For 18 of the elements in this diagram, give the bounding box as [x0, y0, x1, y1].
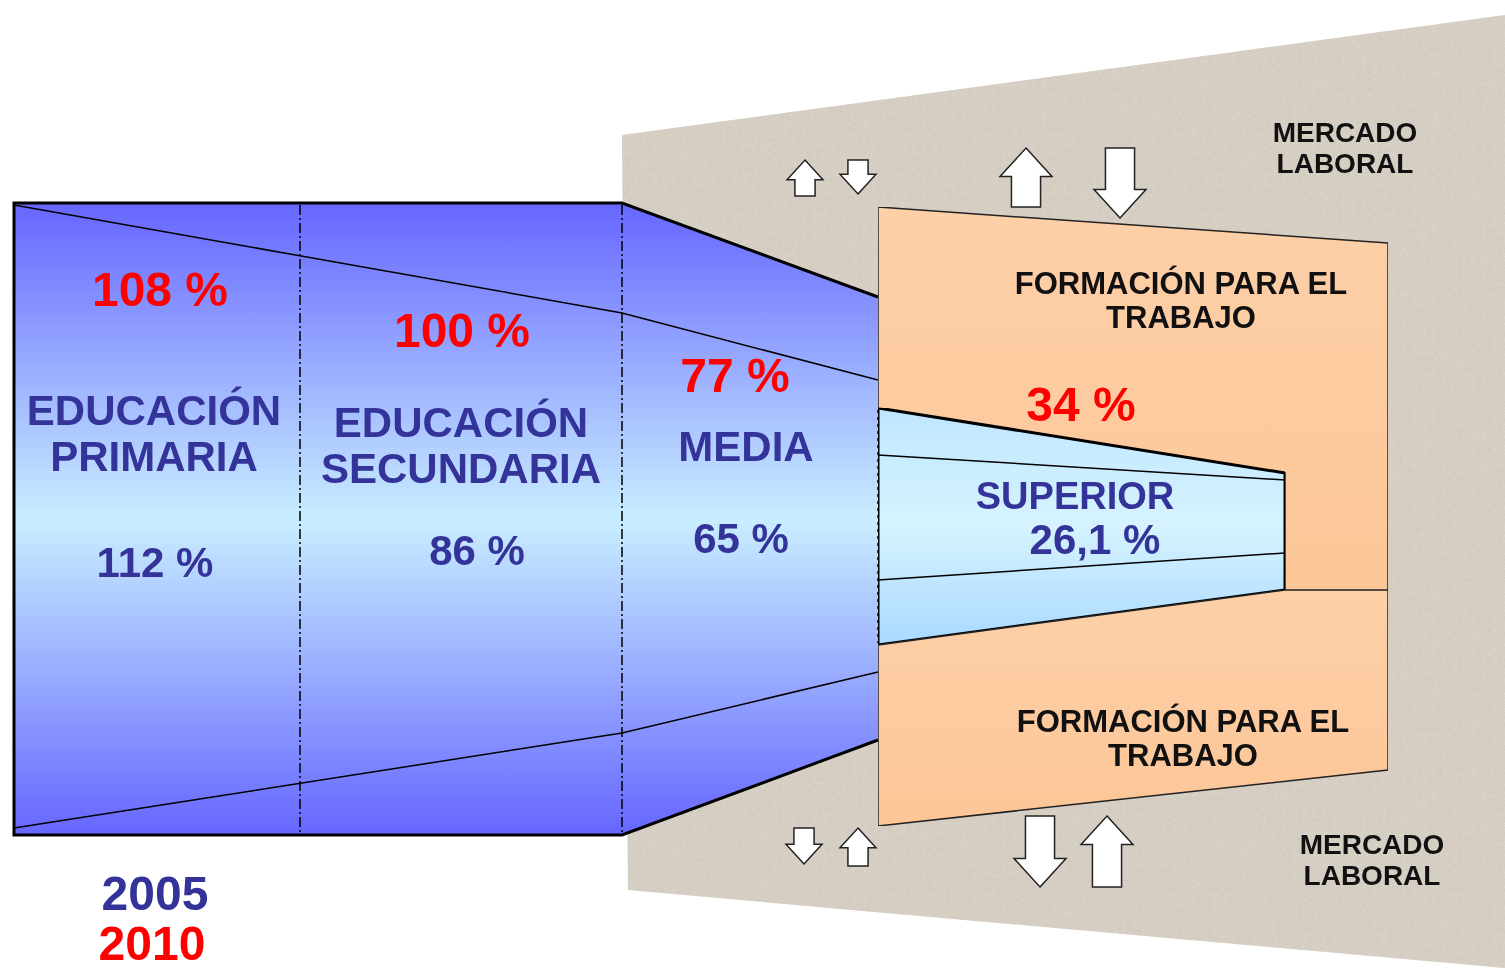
level-title: FORMACIÓN PARA EL TRABAJO — [1015, 705, 1351, 774]
percentage: 86 % — [428, 528, 526, 575]
market-label: MERCADO LABORAL — [1271, 118, 1419, 180]
level-title: EDUCACIÓN SECUNDARIA — [320, 400, 602, 493]
percentage: 65 % — [692, 516, 790, 563]
market-label: MERCADO LABORAL — [1298, 830, 1446, 892]
year-label: 2005 — [100, 868, 210, 921]
percentage: 34 % — [1025, 379, 1137, 432]
level-title: SUPERIOR — [974, 476, 1176, 518]
percentage: 112 % — [95, 540, 215, 587]
percentage: 26,1 % — [1028, 517, 1162, 564]
percentage: 100 % — [392, 305, 532, 358]
year-label: 2010 — [97, 918, 207, 968]
percentage: 77 % — [679, 350, 791, 403]
level-title: MEDIA — [677, 424, 815, 471]
level-title: FORMACIÓN PARA EL TRABAJO — [1013, 267, 1349, 336]
percentage: 108 % — [90, 264, 230, 317]
level-title: EDUCACIÓN PRIMARIA — [25, 388, 283, 481]
